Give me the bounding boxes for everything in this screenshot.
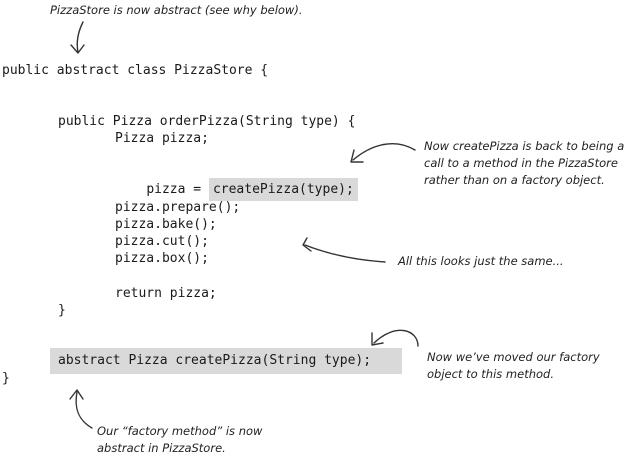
- arrow-to-create-pizza-call: [350, 143, 416, 163]
- annotation-create-pizza: Now createPizza is back to being a call …: [424, 139, 625, 187]
- arrow-to-class-declaration: [70, 21, 85, 54]
- bake-call: pizza.bake();: [115, 217, 217, 232]
- abstract-method-declaration: abstract Pizza createPizza(String type);: [58, 353, 372, 368]
- class-declaration: public abstract class PizzaStore {: [2, 63, 269, 78]
- class-close-brace: }: [2, 371, 10, 386]
- method-declaration: public Pizza orderPizza(String type) {: [58, 114, 356, 129]
- annotation-abstract-class: PizzaStore is now abstract (see why belo…: [50, 3, 303, 17]
- abstract-method-highlight: abstract Pizza createPizza(String type);: [50, 348, 402, 374]
- return-statement: return pizza;: [115, 286, 217, 301]
- assignment-line: pizza = createPizza(type);: [115, 164, 358, 215]
- arrow-from-factory-method-note: [69, 389, 93, 429]
- prepare-call: pizza.prepare();: [115, 200, 241, 215]
- assignment-prefix: pizza =: [146, 182, 209, 197]
- cut-call: pizza.cut();: [115, 234, 209, 249]
- method-close-brace: }: [58, 303, 66, 318]
- annotation-factory-method: Our “factory method” is now abstract in …: [97, 424, 263, 455]
- variable-declaration: Pizza pizza;: [115, 131, 209, 146]
- annotation-looks-same: All this looks just the same...: [398, 254, 564, 268]
- box-call: pizza.box();: [115, 251, 209, 266]
- arrow-to-abstract-method: [371, 329, 419, 347]
- annotation-moved-factory: Now we’ve moved our factory object to th…: [427, 350, 600, 381]
- arrow-to-pizza-methods: [302, 237, 386, 263]
- create-pizza-call-highlight: createPizza(type);: [208, 178, 358, 201]
